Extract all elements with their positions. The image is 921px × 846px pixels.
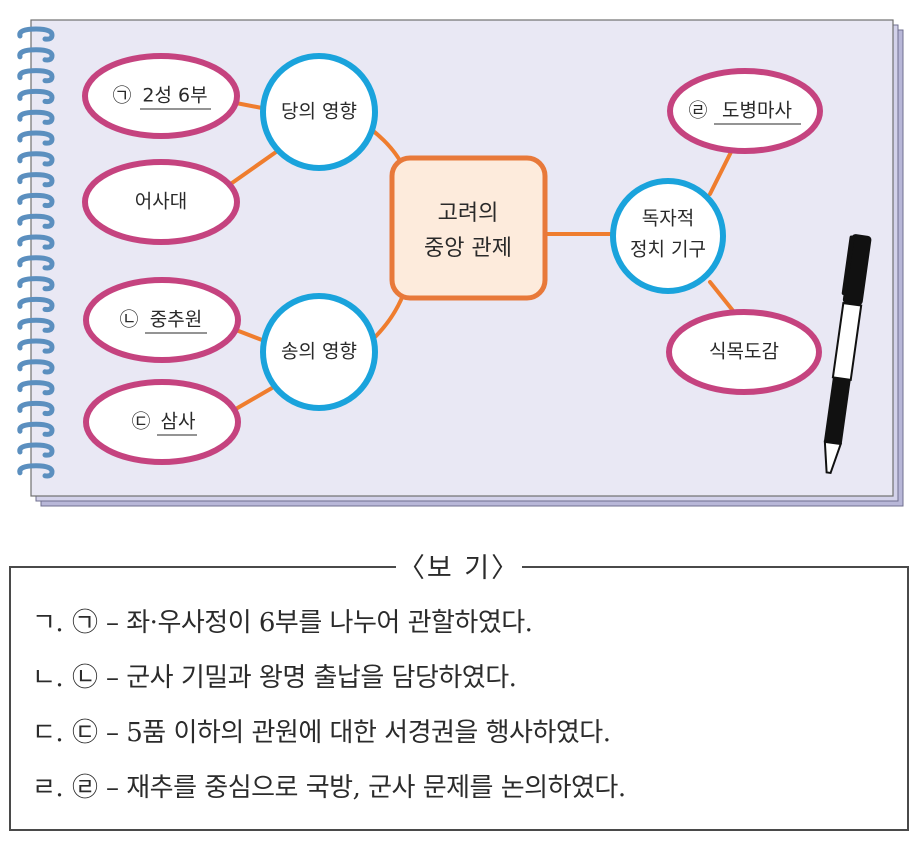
svg-text:독자적: 독자적 — [642, 208, 694, 230]
pen-icon — [823, 234, 872, 475]
choice-item: ㄷ. ㉢ – 5품 이하의 관원에 대한 서경권을 행사하였다. — [32, 706, 892, 761]
spiral-ring-icon — [17, 296, 55, 313]
choice-circle-marker: ㉠ — [72, 608, 98, 638]
choice-text: – 좌·우사정이 6부를 나누어 관할하였다. — [106, 608, 533, 638]
svg-text:㉣: ㉣ — [688, 100, 707, 122]
choice-text: – 5품 이하의 관원에 대한 서경권을 행사하였다. — [106, 718, 611, 748]
hub-node-tang-influence: 당의 영향 — [260, 53, 378, 171]
leaf-node-eosadae: 어사대 — [82, 159, 240, 245]
mind-map-diagram: 고려의 중앙 관제 당의 영향 송의 영향 독자적 정치 기구 ㉠ 2성 6부 … — [17, 19, 904, 507]
center-node-goryeo-central-government: 고려의 중앙 관제 — [389, 155, 548, 301]
hub-node-song-influence: 송의 영향 — [260, 293, 378, 411]
spiral-binding — [17, 26, 55, 479]
svg-text:고려의: 고려의 — [438, 201, 499, 226]
svg-text:당의 영향: 당의 영향 — [281, 101, 357, 123]
choice-mark: ㄱ. — [32, 608, 64, 638]
spiral-ring-icon — [17, 276, 55, 292]
leaf-node-dobyeongmasa: ㉣ 도병마사 — [667, 68, 823, 154]
spiral-ring-icon — [17, 338, 55, 354]
choice-circle-marker: ㉢ — [72, 718, 98, 748]
spiral-ring-icon — [17, 213, 55, 229]
spiral-ring-icon — [17, 255, 55, 271]
spiral-ring-icon — [17, 400, 55, 417]
bogi-box — [9, 566, 909, 831]
choice-mark: ㄹ. — [32, 773, 64, 803]
spiral-ring-icon — [17, 88, 55, 105]
svg-text:중앙 관제: 중앙 관제 — [424, 236, 512, 261]
spiral-ring-icon — [17, 172, 55, 188]
bogi-box-top-border-left — [9, 566, 396, 568]
svg-text:2성 6부: 2성 6부 — [142, 85, 207, 107]
svg-text:식목도감: 식목도감 — [709, 341, 779, 363]
svg-text:중추원: 중추원 — [150, 309, 202, 331]
svg-text:어사대: 어사대 — [135, 191, 187, 213]
choice-text: – 군사 기밀과 왕명 출납을 담당하였다. — [106, 663, 517, 693]
choice-text: – 재추를 중심으로 국방, 군사 문제를 논의하였다. — [106, 773, 626, 803]
leaf-node-2seong-6bu: ㉠ 2성 6부 — [82, 53, 240, 139]
svg-text:송의 영향: 송의 영향 — [281, 341, 357, 363]
spiral-ring-icon — [17, 380, 55, 396]
spiral-ring-icon — [17, 234, 55, 250]
hub-node-independent-institutions: 독자적 정치 기구 — [610, 178, 726, 294]
choice-circle-marker: ㉣ — [72, 773, 98, 803]
spiral-ring-icon — [17, 421, 55, 437]
bogi-title: 〈보 기〉 — [397, 553, 521, 584]
choice-circle-marker: ㉡ — [72, 663, 98, 693]
bogi-choices: ㄱ. ㉠ – 좌·우사정이 6부를 나누어 관할하였다. ㄴ. ㉡ – 군사 기밀과 왕… — [32, 596, 892, 816]
svg-text:정치 기구: 정치 기구 — [630, 239, 706, 261]
spiral-ring-icon — [17, 109, 55, 125]
spiral-ring-icon — [17, 442, 55, 458]
leaf-node-sikmokdogam: 식목도감 — [666, 309, 822, 395]
svg-text:삼사: 삼사 — [161, 411, 196, 433]
bogi-box-top-border-right — [522, 566, 909, 568]
spiral-ring-icon — [17, 68, 55, 84]
svg-text:㉡: ㉡ — [119, 309, 138, 331]
choice-mark: ㄷ. — [32, 718, 64, 748]
spiral-ring-icon — [17, 47, 55, 63]
spiral-ring-icon — [17, 463, 55, 479]
choice-item: ㄴ. ㉡ – 군사 기밀과 왕명 출납을 담당하였다. — [32, 651, 892, 706]
spiral-ring-icon — [17, 317, 55, 333]
choice-mark: ㄴ. — [32, 663, 64, 693]
svg-text:도병마사: 도병마사 — [722, 100, 792, 122]
choice-item: ㄹ. ㉣ – 재추를 중심으로 국방, 군사 문제를 논의하였다. — [32, 761, 892, 816]
leaf-node-jungchuwon: ㉡ 중추원 — [83, 277, 241, 363]
svg-text:㉢: ㉢ — [131, 411, 150, 433]
spiral-ring-icon — [17, 26, 55, 42]
spiral-ring-icon — [17, 192, 55, 209]
leaf-node-samsa: ㉢ 삼사 — [83, 379, 241, 465]
choice-item: ㄱ. ㉠ – 좌·우사정이 6부를 나누어 관할하였다. — [32, 596, 892, 651]
spiral-ring-icon — [17, 359, 55, 375]
spiral-ring-icon — [17, 130, 55, 146]
svg-text:㉠: ㉠ — [112, 85, 131, 107]
spiral-ring-icon — [17, 151, 55, 167]
